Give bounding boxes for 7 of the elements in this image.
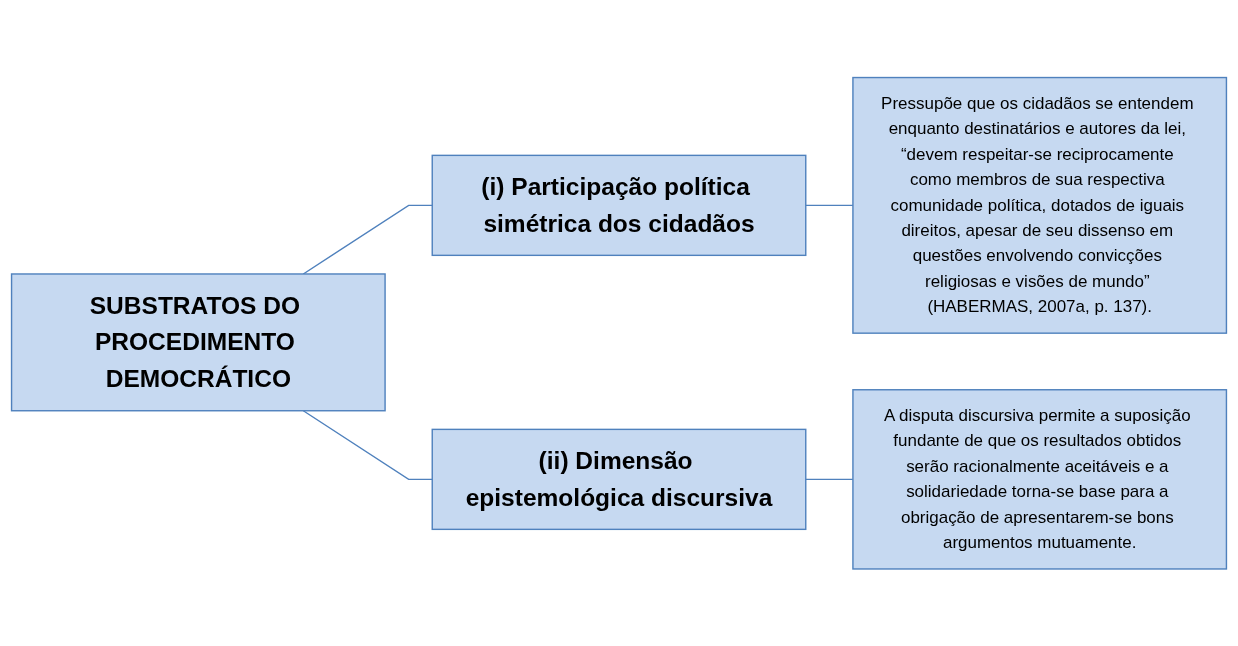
- node-box: SUBSTRATOS DO PROCEDIMENTO DEMOCRÁTICO: [10, 273, 386, 412]
- node-box: (i) Participação política simétrica dos cidadãos: [431, 154, 807, 256]
- connector: [302, 409, 433, 480]
- connector: [302, 204, 433, 275]
- node-box: Pressupõe que os cidadãos se entendem enquanto destinatários e autores da lei, “devem respeitar-se reciprocamente como membros de sua respectiva comunidade política, dotados de iguais direitos, apesar de seu dissenso em questões envolvendo convicções religiosas e visões de mundo” (HABERMAS, 2007a, p. 137).: [852, 76, 1228, 334]
- node-box: A disputa discursiva permite a suposição fundante de que os resultados obtidos serão racionalmente aceitáveis e a solidariedade torna-se base para a obrigação de apresentarem-se bons argumentos mutuamente.: [852, 388, 1228, 570]
- node-box: (ii) Dimensão epistemológica discursiva: [431, 428, 807, 530]
